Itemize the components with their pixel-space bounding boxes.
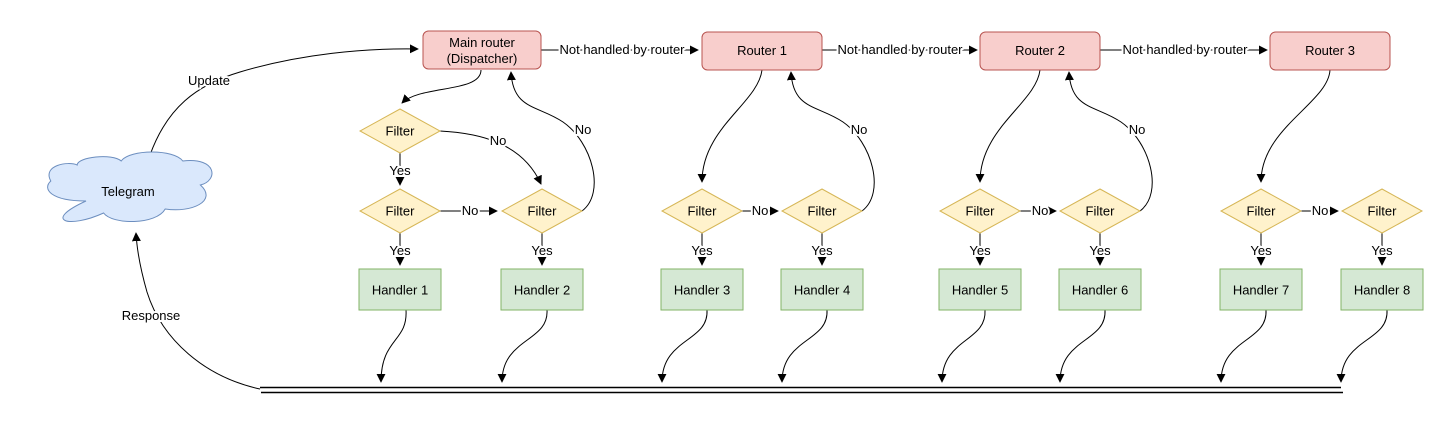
- edge-response: [131, 232, 261, 390]
- filter-2b-label: Filter: [808, 204, 838, 219]
- handler-5-label: Handler 5: [952, 283, 1008, 298]
- edge-r2-to-filter: [975, 69, 1041, 183]
- filter-top-label: Filter: [386, 124, 416, 139]
- yes-h7-label: Yes: [1250, 243, 1272, 258]
- edge-h3-bus: [657, 309, 708, 383]
- router-3-node: [1269, 31, 1391, 71]
- filter-1b-node: [500, 188, 584, 234]
- handler-8-node: [1340, 268, 1424, 311]
- no-pair-main-label: No: [462, 203, 479, 218]
- edge-return-r2: [1064, 71, 1153, 212]
- yes-h4-label: Yes: [811, 243, 833, 258]
- router-2-node: [979, 31, 1101, 71]
- yes-topfilter-label: Yes: [389, 163, 411, 178]
- handler-8-label: Handler 8: [1354, 283, 1410, 298]
- nothandled-3-label: Not handled by router: [1122, 42, 1248, 57]
- handler-2-label: Handler 2: [514, 283, 570, 298]
- edge-r1-to-filter: [697, 69, 763, 183]
- router-1-node: [701, 31, 823, 71]
- response-edge-label: Response: [122, 308, 181, 323]
- filter-4a-label: Filter: [1247, 204, 1277, 219]
- router-1-label: Router 1: [737, 43, 787, 58]
- no-return-r1-label: No: [851, 122, 868, 137]
- yes-h5-label: Yes: [969, 243, 991, 258]
- update-edge-label: Update: [188, 73, 230, 88]
- telegram-cloud: [47, 151, 213, 223]
- filter-1a-node: [358, 188, 442, 234]
- no-pair-r1-label: No: [752, 203, 769, 218]
- handler-5-node: [938, 268, 1022, 311]
- filter-3b-node: [1058, 188, 1142, 234]
- edge-update: [149, 44, 419, 156]
- edge-h8-bus: [1336, 309, 1388, 383]
- edge-h6-bus: [1055, 309, 1106, 383]
- handler-7-node: [1219, 268, 1303, 311]
- filter-top-node: [358, 108, 442, 154]
- edge-h2-bus: [497, 309, 548, 383]
- no-return-main-label: No: [575, 122, 592, 137]
- telegram-label: Telegram: [101, 184, 154, 199]
- no-pair-r3-label: No: [1312, 203, 1329, 218]
- filter-1a-label: Filter: [386, 204, 416, 219]
- nothandled-1-label: Not handled by router: [559, 42, 685, 57]
- handler-1-label: Handler 1: [372, 283, 428, 298]
- main-router-label-line2: (Dispatcher): [447, 51, 518, 66]
- edge-topfilter-no: [439, 130, 542, 185]
- filter-2a-label: Filter: [688, 204, 718, 219]
- handler-3-node: [660, 268, 744, 311]
- handler-6-node: [1058, 268, 1142, 311]
- no-pair-r2-label: No: [1032, 203, 1049, 218]
- edge-main-to-filter: [401, 69, 482, 104]
- yes-h8-label: Yes: [1371, 243, 1393, 258]
- handler-1-node: [358, 268, 442, 311]
- no-topfilter-label: No: [490, 133, 507, 148]
- edge-return-r1: [786, 71, 875, 212]
- filter-3b-label: Filter: [1086, 204, 1116, 219]
- yes-h2-label: Yes: [531, 243, 553, 258]
- yes-h3-label: Yes: [691, 243, 713, 258]
- router-3-label: Router 3: [1305, 43, 1355, 58]
- edge-return-main: [506, 71, 595, 212]
- nothandled-2-label: Not handled by router: [837, 42, 963, 57]
- edge-r3-to-filter: [1256, 69, 1331, 183]
- handler-2-node: [500, 268, 584, 311]
- filter-1b-label: Filter: [528, 204, 558, 219]
- filter-3a-node: [938, 188, 1022, 234]
- filter-3a-label: Filter: [966, 204, 996, 219]
- main-router-label-line1: Main router: [449, 35, 515, 50]
- handler-3-label: Handler 3: [674, 283, 730, 298]
- edge-h5-bus: [937, 309, 986, 383]
- yes-h6-label: Yes: [1089, 243, 1111, 258]
- filter-2a-node: [660, 188, 744, 234]
- handler-7-label: Handler 7: [1233, 283, 1289, 298]
- handler-6-label: Handler 6: [1072, 283, 1128, 298]
- yes-h1-label: Yes: [389, 243, 411, 258]
- handler-4-label: Handler 4: [794, 283, 850, 298]
- filter-4b-label: Filter: [1368, 204, 1398, 219]
- main-router-node: [422, 30, 542, 70]
- filter-2b-node: [780, 188, 864, 234]
- filter-4a-node: [1219, 188, 1303, 234]
- no-return-r2-label: No: [1129, 122, 1146, 137]
- handler-4-node: [780, 268, 864, 311]
- edge-h7-bus: [1216, 309, 1267, 383]
- edge-h4-bus: [777, 309, 828, 383]
- router-2-label: Router 2: [1015, 43, 1065, 58]
- filter-4b-node: [1340, 188, 1424, 234]
- edge-h1-bus: [376, 309, 407, 383]
